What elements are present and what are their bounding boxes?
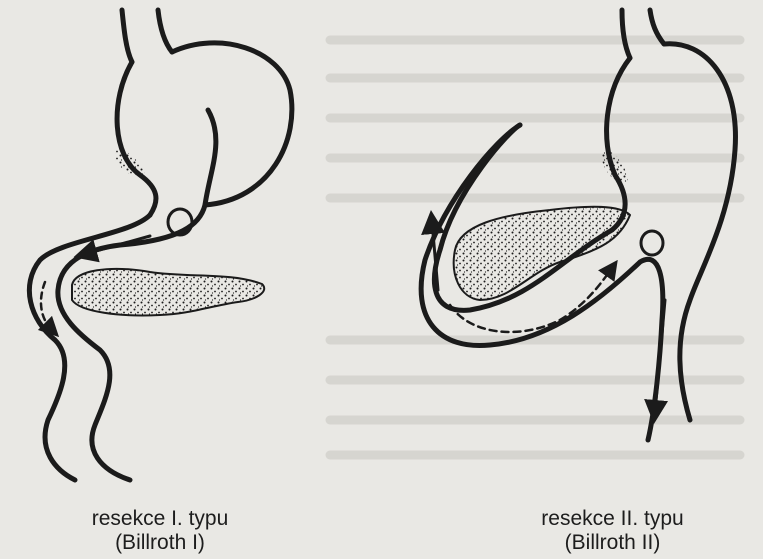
- billroth-1-diagram: [29, 10, 292, 480]
- caption-line-2: (Billroth II): [505, 531, 720, 555]
- caption-line-2: (Billroth I): [60, 531, 260, 555]
- caption-line-1: resekce I. typu: [60, 507, 260, 531]
- caption-billroth-2: resekce II. typu (Billroth II): [505, 507, 720, 555]
- stomach-remnant-right: [664, 44, 735, 420]
- pancreas-left: [72, 269, 264, 316]
- esophagus-left: [122, 10, 132, 62]
- pancreas-right: [454, 207, 630, 300]
- stomach-remnant-left: [172, 43, 292, 205]
- caption-line-1: resekce II. typu: [505, 507, 720, 531]
- caption-billroth-1: resekce I. typu (Billroth I): [60, 507, 260, 555]
- esophagus-right: [622, 10, 630, 58]
